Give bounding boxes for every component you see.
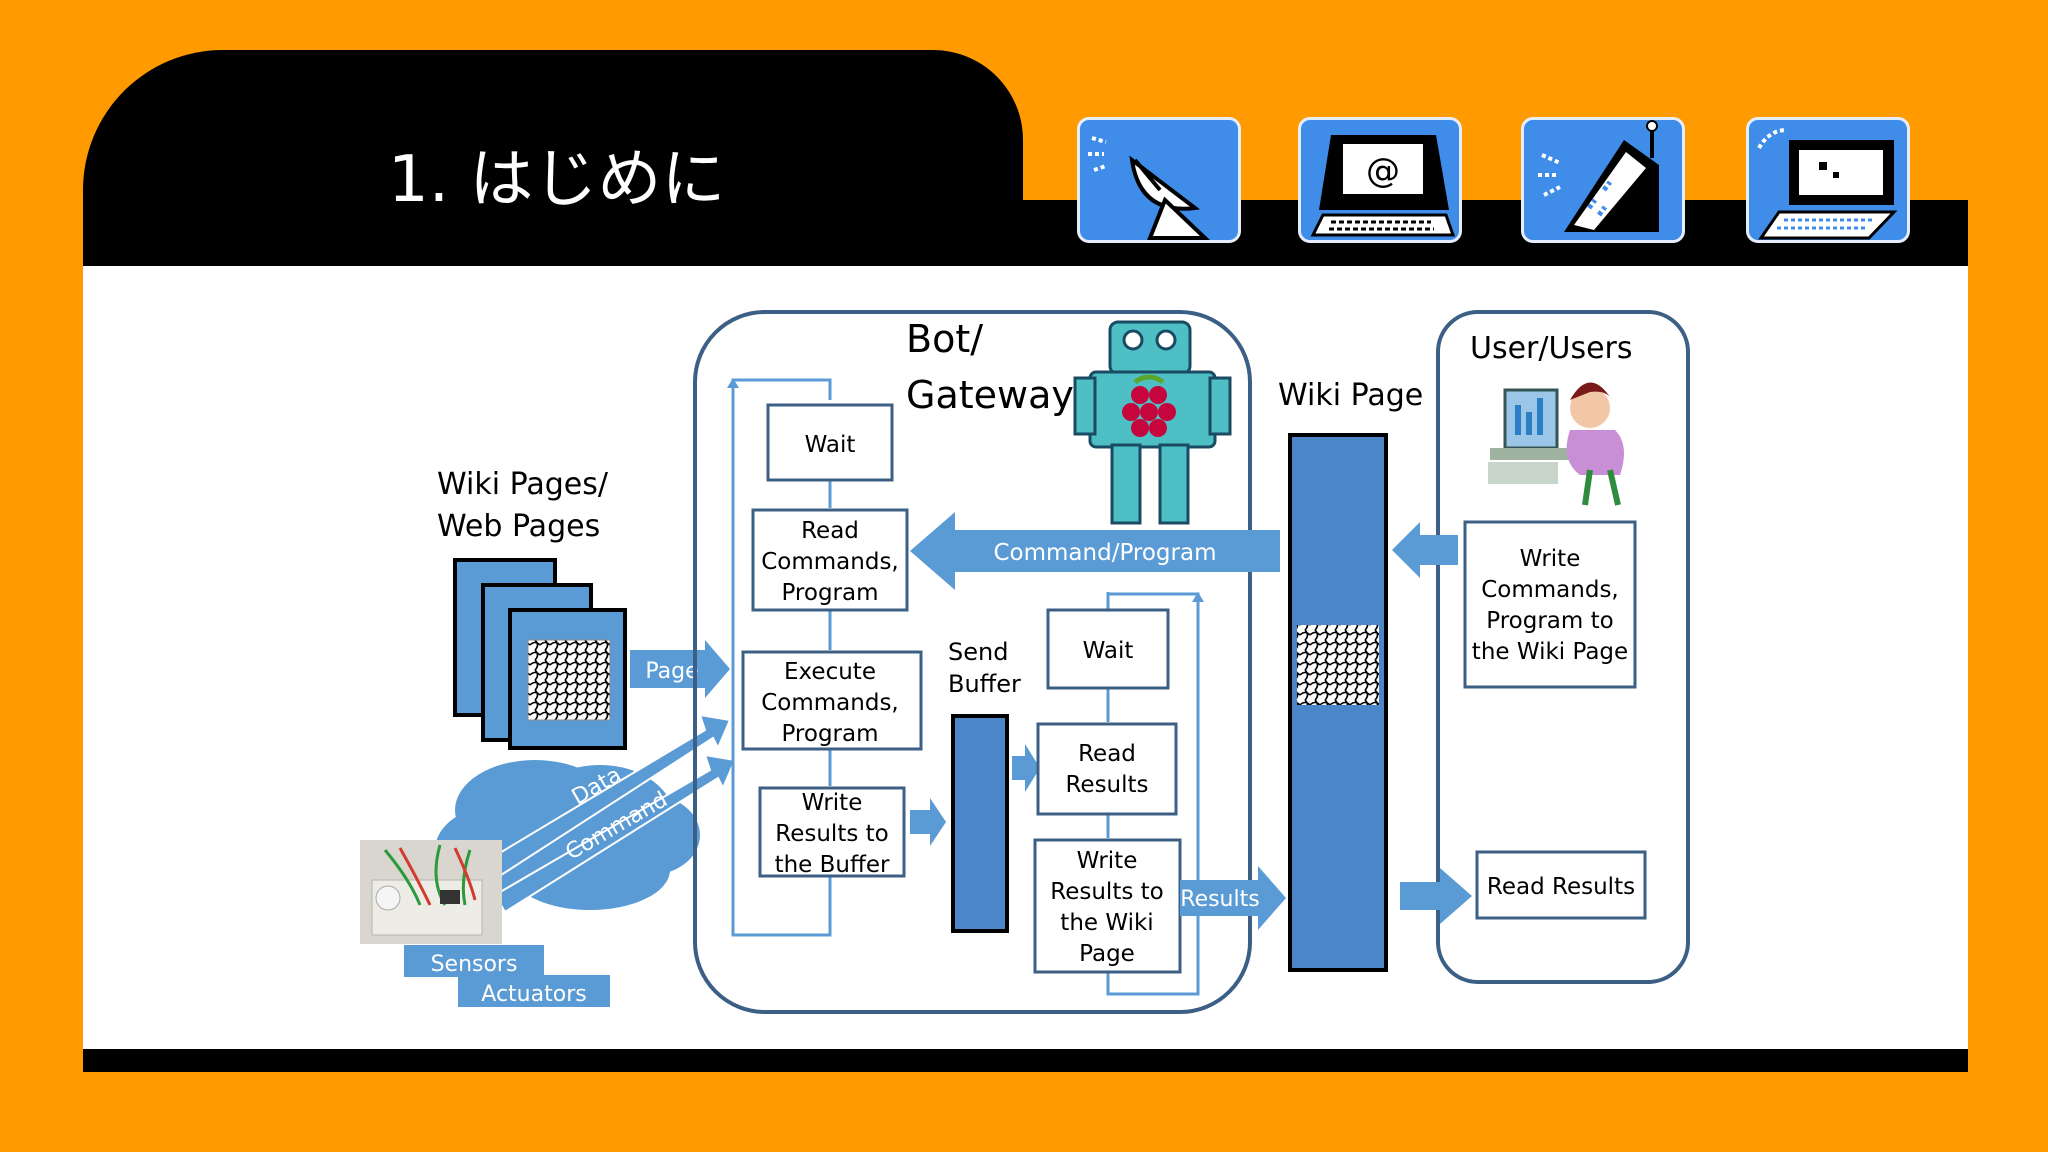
bot-label-line1: Bot/	[906, 317, 983, 361]
left-loop-lines	[731, 378, 832, 937]
right-write-line1: Write	[1077, 848, 1138, 874]
right-write-line2: Results to	[1050, 879, 1163, 905]
wiki-pages-label-line1: Wiki Pages/	[437, 467, 609, 502]
right-read-box	[1036, 722, 1178, 816]
page-arrow	[630, 640, 730, 698]
left-execute-line1: Execute	[784, 659, 876, 685]
wiki-qr-code-icon	[1297, 625, 1379, 705]
buffer-output-arrow	[1012, 744, 1040, 792]
left-write-line1: Write	[802, 790, 863, 816]
left-read-line2: Commands,	[761, 549, 899, 575]
left-read-line1: Read	[801, 518, 859, 544]
right-read-line1: Read	[1078, 741, 1136, 767]
actuators-label-bg	[458, 975, 610, 1007]
send-buffer-label-line2: Buffer	[948, 670, 1021, 698]
bot-label-line2: Gateway	[906, 373, 1074, 417]
user-write-arrow	[1392, 522, 1458, 578]
mobile-phone-icon	[1521, 117, 1685, 243]
right-wait-box	[1046, 608, 1170, 690]
svg-text:@: @	[1366, 151, 1400, 191]
user-write-line2: Commands,	[1481, 577, 1619, 603]
left-execute-line2: Commands,	[761, 690, 899, 716]
user-write-line1: Write	[1520, 546, 1581, 572]
user-container	[1436, 310, 1690, 984]
user-read-box	[1475, 850, 1647, 920]
left-write-box	[758, 786, 906, 878]
left-execute-line3: Program	[781, 721, 878, 747]
results-arrow	[1180, 866, 1286, 930]
laptop-icon	[1746, 117, 1910, 243]
left-write-line3: the Buffer	[775, 852, 890, 878]
raspberry-icon	[1122, 374, 1176, 437]
user-write-line3: Program to	[1486, 608, 1613, 634]
right-write-line4: Page	[1079, 941, 1135, 967]
left-wait-box	[766, 403, 894, 482]
command-program-arrow	[910, 512, 1280, 590]
left-execute-box	[741, 650, 923, 751]
user-read-arrow	[1400, 868, 1472, 924]
left-wait-label: Wait	[805, 432, 856, 458]
user-label: User/Users	[1470, 331, 1633, 366]
email-computer-icon: @	[1298, 117, 1462, 243]
send-buffer-label-line1: Send	[948, 638, 1008, 666]
actuators-label: Actuators	[481, 982, 586, 1007]
right-read-line2: Results	[1065, 772, 1148, 798]
user-at-computer-icon	[1488, 382, 1624, 506]
satellite-dish-icon	[1077, 117, 1241, 243]
command-program-label: Command/Program	[993, 540, 1216, 566]
bot-gateway-container	[693, 310, 1252, 1014]
left-read-line3: Program	[781, 580, 878, 606]
sensor-board-image	[360, 840, 502, 944]
right-write-line3: the Wiki	[1060, 910, 1153, 936]
left-write-line2: Results to	[775, 821, 888, 847]
right-loop-lines	[1106, 592, 1200, 996]
wiki-page-label: Wiki Page	[1278, 378, 1423, 413]
qr-code-icon	[527, 639, 611, 721]
slide-title: 1. はじめに	[388, 143, 726, 217]
sensors-label: Sensors	[431, 952, 518, 977]
user-write-box	[1463, 520, 1637, 689]
sensors-label-bg	[404, 945, 544, 977]
right-wait-label: Wait	[1083, 638, 1134, 664]
title-tab	[83, 50, 1023, 280]
right-write-box	[1033, 838, 1182, 974]
user-write-line4: the Wiki Page	[1472, 639, 1628, 665]
left-read-box	[751, 508, 909, 612]
page-arrow-label: Page	[645, 659, 698, 684]
user-read-label: Read Results	[1487, 874, 1635, 900]
buffer-input-arrow	[910, 798, 946, 846]
send-buffer-bar	[951, 714, 1009, 933]
wiki-pages-label-line2: Web Pages	[437, 509, 600, 544]
results-arrow-label: Results	[1180, 887, 1259, 912]
